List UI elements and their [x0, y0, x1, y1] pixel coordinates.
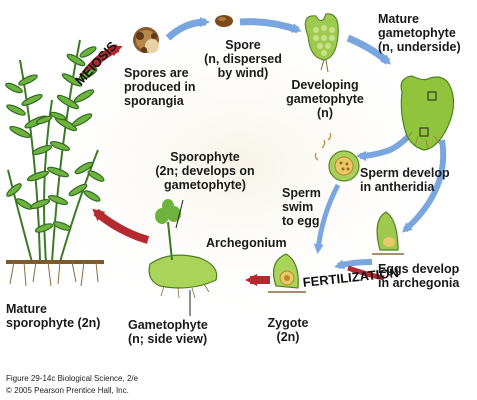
sperm-swim-label: Sperm swim to egg — [282, 186, 321, 228]
spore-label: Spore (n, dispersed by wind) — [197, 38, 289, 80]
spores-produced-label: Spores are produced in sporangia — [124, 66, 196, 108]
figure-credit: Figure 29-14c Biological Science, 2/e — [6, 374, 138, 384]
gametophyte-side-label: Gametophyte (n; side view) — [128, 318, 208, 346]
zygote-label: Zygote (2n) — [256, 316, 320, 344]
mature-sporophyte-label: Mature sporophyte (2n) — [6, 302, 100, 330]
sperm-develop-label: Sperm develop in antheridia — [360, 166, 450, 194]
antheridium — [329, 151, 359, 181]
archegonium-label: Archegonium — [206, 236, 287, 250]
developing-gametophyte-label: Developing gametophyte (n) — [280, 78, 370, 120]
young-sporophyte-label: Sporophyte (2n; develops on gametophyte) — [146, 150, 264, 192]
mature-gametophyte-label: Mature gametophyte (n, underside) — [378, 12, 461, 54]
copyright-credit: © 2005 Pearson Prentice Hall, Inc. — [6, 386, 129, 396]
eggs-develop-label: Eggs develop in archegonia — [378, 262, 459, 290]
spore-icon — [215, 15, 233, 27]
sporangia-cluster — [133, 27, 159, 53]
